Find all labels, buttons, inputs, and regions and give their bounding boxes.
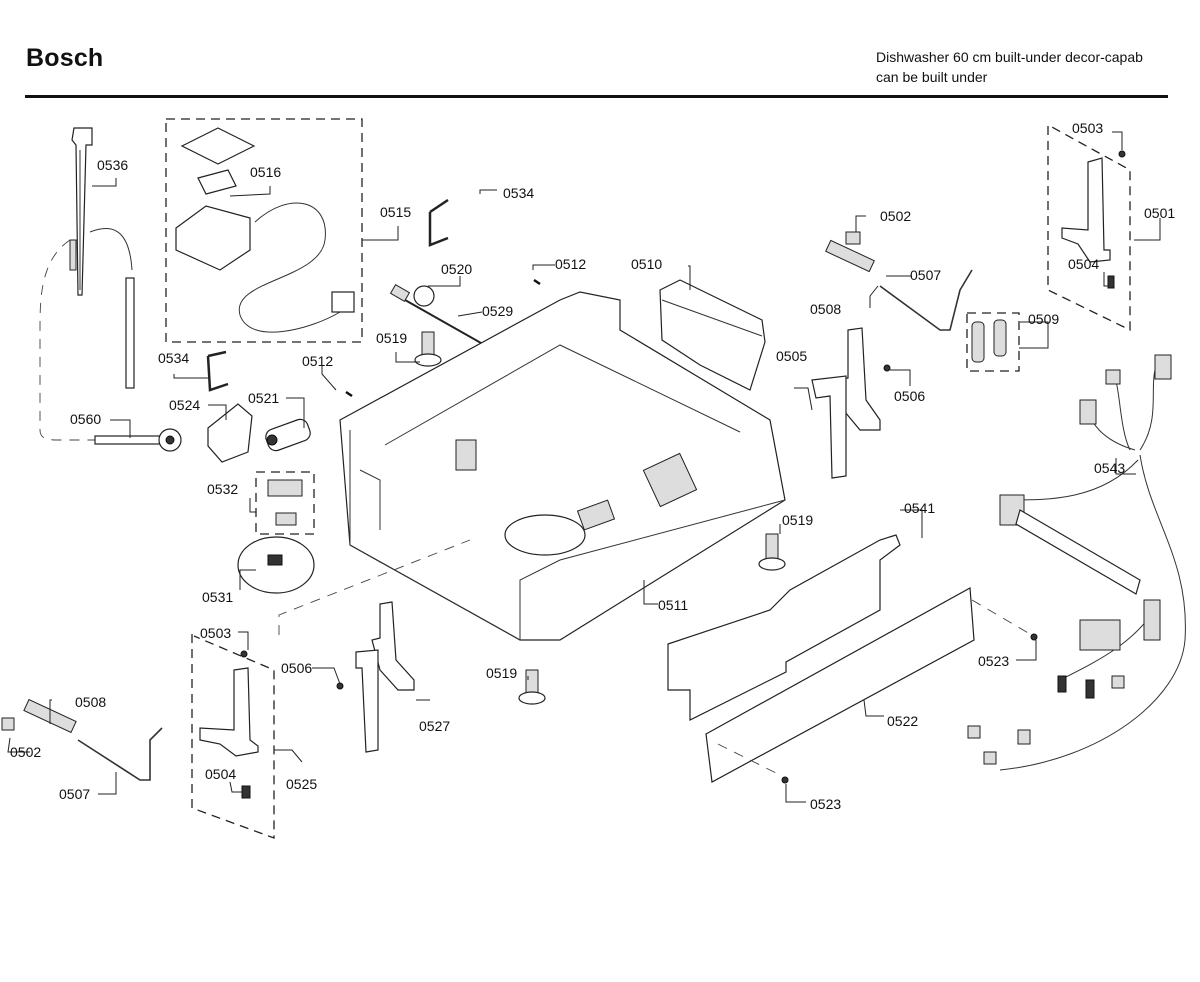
part-0541-insulation-panel[interactable] [667, 534, 901, 721]
leader-0523-left [717, 743, 783, 777]
callout-0503-left[interactable]: 0503 [200, 625, 232, 641]
callout-0506-right[interactable]: 0506 [894, 388, 926, 404]
group-frame-0515 [165, 118, 363, 343]
callout-0516[interactable]: 0516 [250, 164, 282, 180]
callout-0509[interactable]: 0509 [1028, 311, 1060, 327]
part-0521-pump[interactable] [264, 417, 313, 453]
part-0508-spring-right[interactable] [825, 239, 875, 273]
callout-0524[interactable]: 0524 [169, 397, 201, 413]
group-frame-0501 [1047, 125, 1131, 332]
part-0505-hinge-bracket[interactable] [811, 327, 881, 479]
leader-0523-right [971, 599, 1031, 635]
header-divider [25, 95, 1168, 98]
part-0512-screw-a[interactable] [533, 278, 541, 286]
part-0502-clip-right[interactable] [845, 231, 861, 245]
callout-0502-right[interactable]: 0502 [880, 208, 912, 224]
part-0527-hinge-bracket[interactable] [355, 601, 415, 753]
callout-0515[interactable]: 0515 [380, 204, 412, 220]
part-0502-clip-left[interactable] [1, 717, 15, 731]
part-0501-hinge-right[interactable] [1061, 150, 1126, 289]
callout-0511[interactable]: 0511 [658, 597, 689, 613]
part-0511-base-tub[interactable] [339, 291, 786, 641]
model-description-line-2: can be built under [876, 69, 988, 85]
part-0519-foot-a[interactable] [414, 331, 442, 367]
callout-0503-right[interactable]: 0503 [1072, 120, 1104, 136]
part-0507-cable-right[interactable] [879, 269, 973, 331]
callout-0508-left[interactable]: 0508 [75, 694, 107, 710]
part-0520-knob[interactable] [413, 285, 435, 307]
part-0525-hinge-left[interactable] [199, 650, 259, 799]
part-0506-screw-right[interactable] [883, 364, 891, 372]
callout-0512-left[interactable]: 0512 [302, 353, 334, 369]
callout-0519-top[interactable]: 0519 [376, 330, 408, 346]
callout-0523-bottom[interactable]: 0523 [810, 796, 842, 812]
callout-0520[interactable]: 0520 [441, 261, 473, 277]
part-0519-foot-b[interactable] [758, 533, 786, 571]
part-0512-screw-b[interactable] [345, 390, 353, 398]
part-0522-kick-plate[interactable] [705, 587, 975, 783]
callout-0541[interactable]: 0541 [904, 500, 936, 516]
leader-0531-dashed [278, 539, 471, 635]
callout-0506-left[interactable]: 0506 [281, 660, 313, 676]
callout-0534-left[interactable]: 0534 [158, 350, 190, 366]
callout-0519-right[interactable]: 0519 [782, 512, 814, 528]
callout-0507-left[interactable]: 0507 [59, 786, 91, 802]
part-0560-hose[interactable] [39, 227, 182, 452]
part-0532-sensor[interactable] [267, 479, 303, 526]
callout-0501[interactable]: 0501 [1144, 205, 1176, 221]
callout-0507-right[interactable]: 0507 [910, 267, 942, 283]
part-0523-screw-left[interactable] [781, 776, 789, 784]
callout-0510[interactable]: 0510 [631, 256, 663, 272]
part-0507-cable-left[interactable] [77, 727, 163, 781]
part-0510-control-module[interactable] [659, 279, 766, 391]
part-0534-bracket-top[interactable] [428, 198, 449, 247]
callout-0504-right[interactable]: 0504 [1068, 256, 1100, 272]
callout-0508-right[interactable]: 0508 [810, 301, 842, 317]
part-0519-foot-c[interactable] [518, 669, 546, 705]
group-frame-0509 [966, 312, 1020, 372]
part-0531-float-disc[interactable] [237, 536, 315, 594]
callout-0527[interactable]: 0527 [419, 718, 451, 734]
callout-0522[interactable]: 0522 [887, 713, 919, 729]
leader-lines [7, 131, 1161, 803]
model-description: Dishwasher 60 cm built-under decor-capab… [876, 47, 1143, 87]
group-frame-0525 [191, 634, 275, 839]
callout-0543[interactable]: 0543 [1094, 460, 1126, 476]
callout-0521[interactable]: 0521 [248, 390, 280, 406]
part-0534-bracket-left[interactable] [206, 350, 229, 392]
callout-0519-bottom[interactable]: 0519 [486, 665, 518, 681]
callout-0560[interactable]: 0560 [70, 411, 102, 427]
callout-0531[interactable]: 0531 [202, 589, 234, 605]
part-0516-terminal-block[interactable] [175, 127, 355, 333]
callout-0512-top[interactable]: 0512 [555, 256, 587, 272]
part-0523-screw-right[interactable] [1030, 633, 1038, 641]
part-0524-pump-bracket[interactable] [207, 403, 253, 463]
model-description-line-1: Dishwasher 60 cm built-under decor-capab [876, 49, 1143, 65]
callout-0502-left[interactable]: 0502 [10, 744, 42, 760]
callout-0523-right[interactable]: 0523 [978, 653, 1010, 669]
part-0536-side-rail[interactable] [69, 127, 93, 296]
part-0509-pulleys[interactable] [971, 319, 1007, 363]
callout-0504-left[interactable]: 0504 [205, 766, 237, 782]
brand-title: Bosch [26, 44, 104, 72]
callout-0532[interactable]: 0532 [207, 481, 239, 497]
callout-0536[interactable]: 0536 [97, 157, 129, 173]
callout-0529[interactable]: 0529 [482, 303, 514, 319]
part-0543-wiring-harness[interactable] [967, 354, 1186, 771]
callout-0525[interactable]: 0525 [286, 776, 318, 792]
callout-0505[interactable]: 0505 [776, 348, 808, 364]
callout-0534-top[interactable]: 0534 [503, 185, 535, 201]
